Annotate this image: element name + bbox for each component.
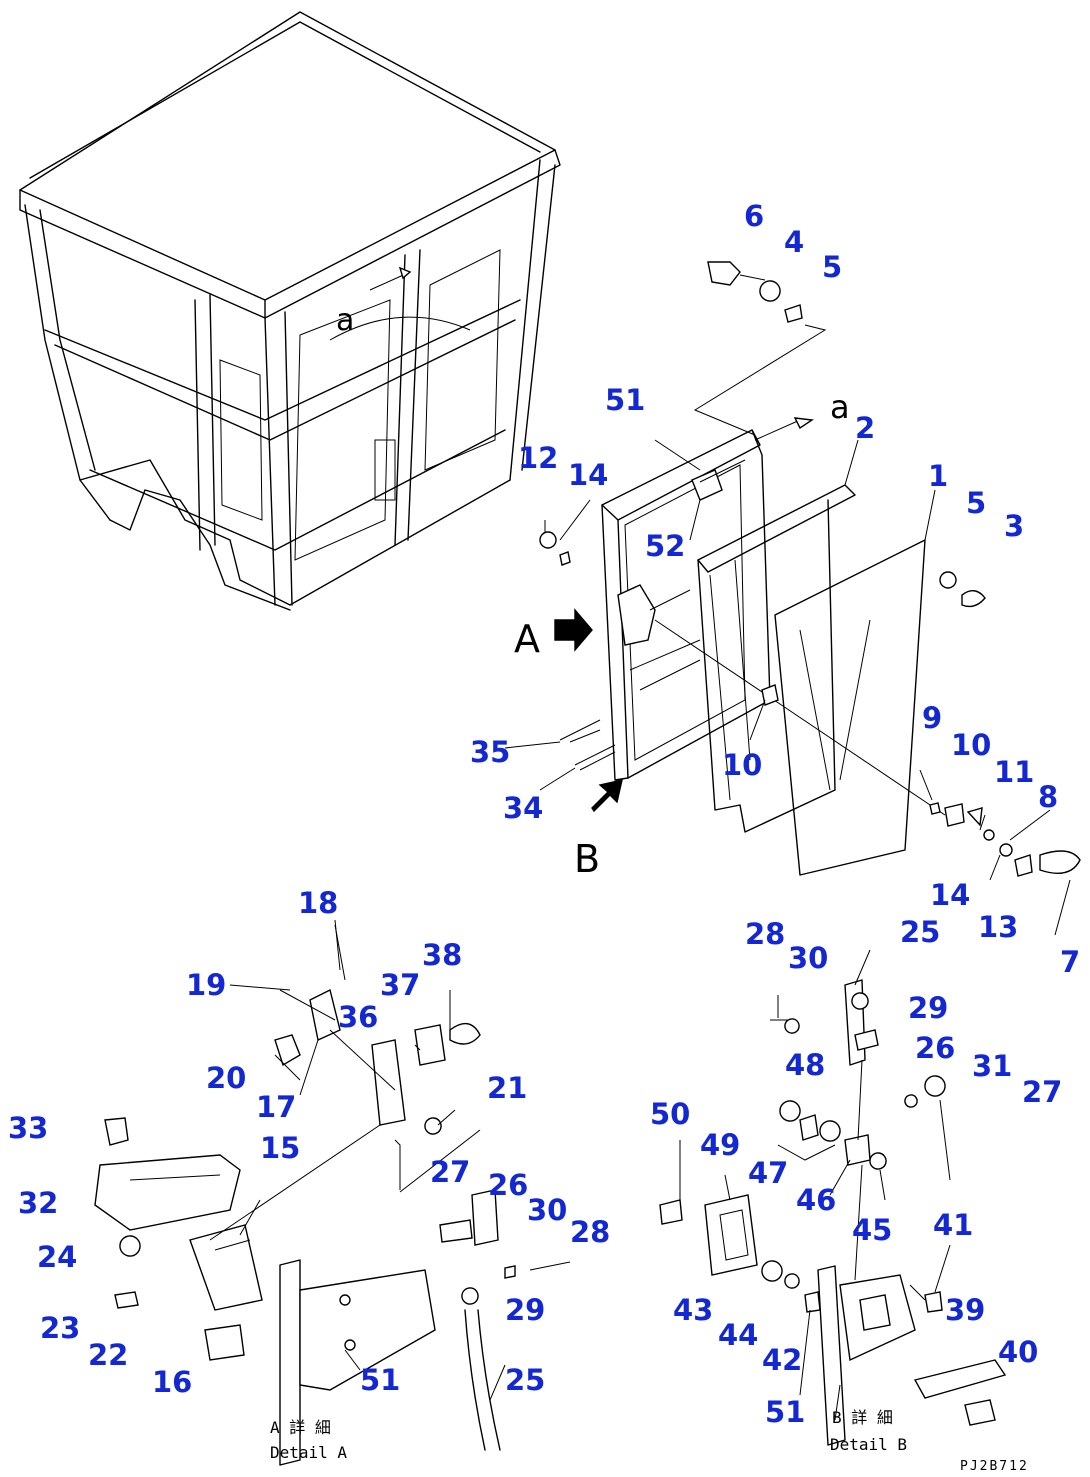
callout-16: 16: [152, 1365, 192, 1399]
callout-3: 3: [1004, 509, 1024, 543]
callout-51: 51: [765, 1395, 805, 1429]
callout-34: 34: [503, 791, 543, 825]
callout-36: 36: [338, 1000, 378, 1034]
callout-40: 40: [998, 1335, 1038, 1369]
detail-b-caption-en: Detail B: [830, 1435, 907, 1454]
callout-44: 44: [718, 1318, 758, 1352]
callout-8: 8: [1038, 780, 1058, 814]
view-A-label: A: [514, 617, 540, 661]
callout-51: 51: [360, 1363, 400, 1397]
callout-12: 12: [518, 441, 558, 475]
callout-18: 18: [298, 886, 338, 920]
detail-b-caption-jp: B 詳 細: [832, 1408, 893, 1427]
callout-15: 15: [260, 1131, 300, 1165]
callout-45: 45: [852, 1213, 892, 1247]
callout-26: 26: [915, 1031, 955, 1065]
callout-22: 22: [88, 1338, 128, 1372]
callout-6: 6: [744, 199, 764, 233]
callout-14: 14: [930, 878, 970, 912]
callout-26: 26: [488, 1168, 528, 1202]
callout-19: 19: [186, 968, 226, 1002]
callout-32: 32: [18, 1186, 58, 1220]
callout-27: 27: [1022, 1075, 1062, 1109]
callout-7: 7: [1060, 945, 1080, 979]
view-a-label: a: [830, 388, 850, 426]
callout-33: 33: [8, 1111, 48, 1145]
leader-lines: [229, 439, 1071, 1421]
detail-a-assembly: [94, 924, 571, 1466]
callout-42: 42: [762, 1343, 802, 1377]
callout-1: 1: [928, 459, 948, 493]
exploded-window-assembly: [539, 261, 1081, 877]
detail-b-assembly: [659, 979, 1007, 1446]
callout-35: 35: [470, 735, 510, 769]
callout-31: 31: [972, 1049, 1012, 1083]
callout-29: 29: [505, 1293, 545, 1327]
callout-27: 27: [430, 1155, 470, 1189]
callout-5: 5: [822, 250, 842, 284]
callout-11: 11: [994, 755, 1034, 789]
detail-a-caption-jp: A 詳 細: [270, 1418, 331, 1437]
callout-29: 29: [908, 991, 948, 1025]
callout-25: 25: [505, 1363, 545, 1397]
callout-28: 28: [745, 917, 785, 951]
callout-47: 47: [748, 1156, 788, 1190]
callout-17: 17: [256, 1090, 296, 1124]
callout-39: 39: [945, 1293, 985, 1327]
view-B-label: B: [574, 837, 600, 881]
callout-41: 41: [933, 1208, 973, 1242]
callout-14: 14: [568, 458, 608, 492]
drawing-code: PJ2B712: [960, 1459, 1029, 1474]
callout-51: 51: [605, 383, 645, 417]
callout-38: 38: [422, 938, 462, 972]
callout-21: 21: [487, 1071, 527, 1105]
callout-30: 30: [527, 1193, 567, 1227]
callout-4: 4: [784, 225, 804, 259]
callout-37: 37: [380, 968, 420, 1002]
callout-50: 50: [650, 1097, 690, 1131]
callout-5: 5: [966, 486, 986, 520]
callout-24: 24: [37, 1240, 77, 1274]
callout-labels: 6 4 5 51 a 2 12 14 1 5 3 52 A 35 34 B 10…: [8, 199, 1080, 1429]
callout-52: 52: [645, 529, 685, 563]
detail-a-caption-en: Detail A: [270, 1443, 347, 1462]
callout-9: 9: [922, 701, 942, 735]
cab-assembly: a: [19, 11, 561, 611]
captions: A 詳 細 Detail A B 詳 細 Detail B PJ2B712: [270, 1408, 1029, 1474]
callout-43: 43: [673, 1293, 713, 1327]
callout-2: 2: [855, 411, 875, 445]
callout-10: 10: [722, 748, 762, 782]
callout-49: 49: [700, 1128, 740, 1162]
callout-48: 48: [785, 1048, 825, 1082]
callout-30: 30: [788, 941, 828, 975]
callout-13: 13: [978, 910, 1018, 944]
callout-46: 46: [796, 1183, 836, 1217]
callout-20: 20: [206, 1061, 246, 1095]
callout-28: 28: [570, 1215, 610, 1249]
callout-10: 10: [951, 728, 991, 762]
callout-25: 25: [900, 915, 940, 949]
cab-view-a-label: a: [336, 303, 354, 338]
callout-23: 23: [40, 1311, 80, 1345]
